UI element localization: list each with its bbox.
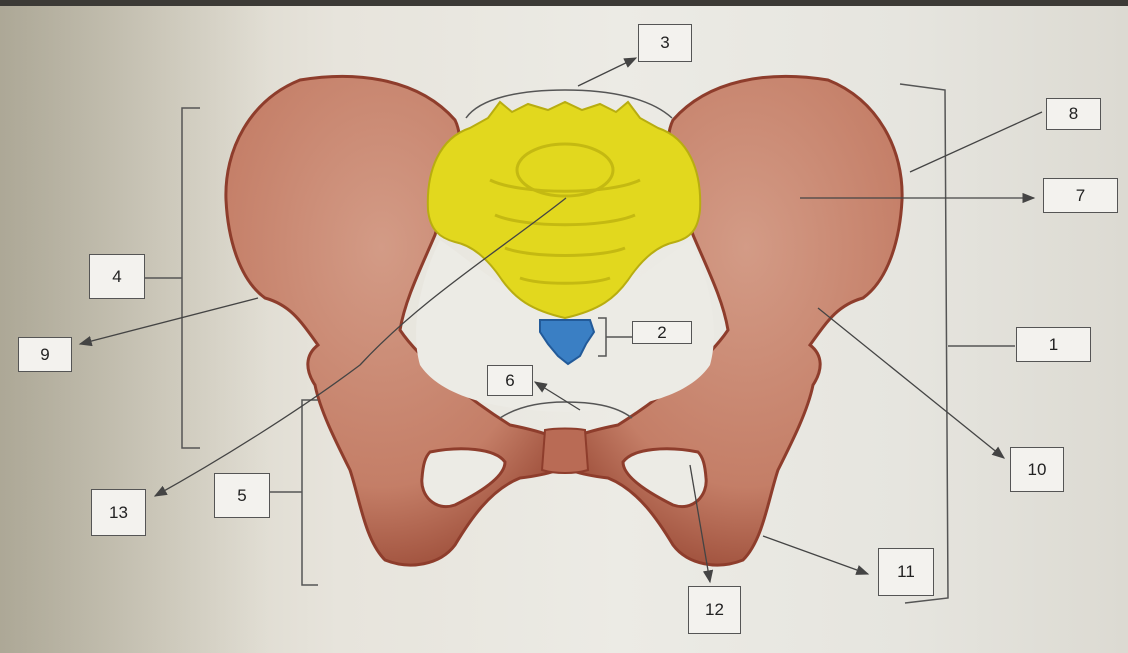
label-4: 4 bbox=[89, 254, 145, 299]
label-3: 3 bbox=[638, 24, 692, 62]
label-10: 10 bbox=[1010, 447, 1064, 492]
label-9-text: 9 bbox=[40, 345, 49, 365]
label-11-text: 11 bbox=[897, 562, 915, 582]
label-2-text: 2 bbox=[657, 323, 666, 343]
label-9: 9 bbox=[18, 337, 72, 372]
label-6: 6 bbox=[487, 365, 533, 396]
label-2: 2 bbox=[632, 321, 692, 344]
label-7-text: 7 bbox=[1076, 186, 1085, 206]
right-obturator-foramen bbox=[623, 449, 706, 507]
label-8: 8 bbox=[1046, 98, 1101, 130]
label-11: 11 bbox=[878, 548, 934, 596]
pubic-symphysis bbox=[542, 429, 588, 474]
label-1: 1 bbox=[1016, 327, 1091, 362]
label-10-text: 10 bbox=[1028, 460, 1047, 480]
arrow-10 bbox=[818, 308, 1004, 458]
arrow-9 bbox=[80, 298, 258, 344]
label-3-text: 3 bbox=[660, 33, 669, 53]
bracket-1 bbox=[900, 84, 948, 603]
left-obturator-foramen bbox=[422, 449, 505, 507]
bracket-4 bbox=[182, 108, 200, 448]
label-5: 5 bbox=[214, 473, 270, 518]
label-1-text: 1 bbox=[1049, 335, 1058, 355]
label-5-text: 5 bbox=[237, 486, 246, 506]
label-6-text: 6 bbox=[505, 371, 514, 391]
label-12-text: 12 bbox=[705, 600, 724, 620]
leader-8 bbox=[910, 112, 1042, 172]
label-13-text: 13 bbox=[109, 503, 128, 523]
label-8-text: 8 bbox=[1069, 104, 1078, 124]
arrow-3 bbox=[578, 58, 636, 86]
label-7: 7 bbox=[1043, 178, 1118, 213]
arrow-11 bbox=[763, 536, 868, 574]
label-12: 12 bbox=[688, 586, 741, 634]
label-4-text: 4 bbox=[112, 267, 121, 287]
label-13: 13 bbox=[91, 489, 146, 536]
bracket-5 bbox=[302, 400, 318, 585]
